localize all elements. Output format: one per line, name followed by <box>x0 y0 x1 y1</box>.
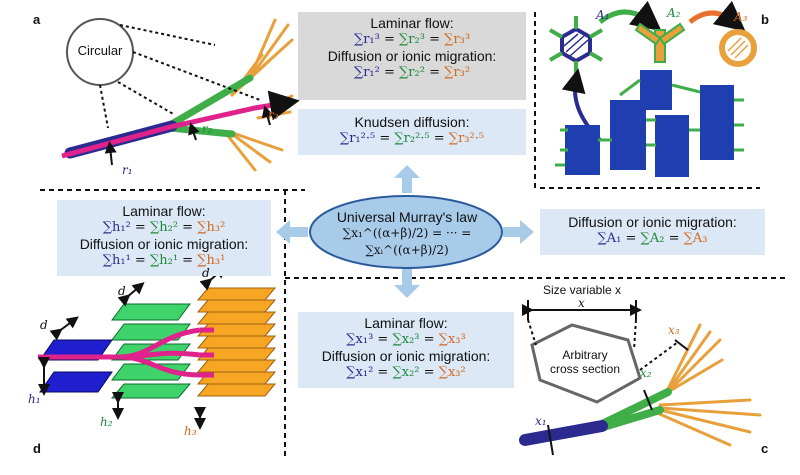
center-label: Universal Murray's law ∑x₁^((α+β)/2) = ·… <box>312 209 502 259</box>
d-label-1: d <box>40 318 48 332</box>
top-gray-box: Laminar flow: ∑r₁³ = ∑r₂³ = ∑r₃³ Diffusi… <box>298 12 526 100</box>
left-diffusion-equation: ∑h₁¹ = ∑h₂¹ = ∑h₃¹ <box>102 253 226 268</box>
h1-label: h₁ <box>28 392 41 406</box>
arbitrary-text: Arbitrary <box>562 348 608 362</box>
r3-arrow <box>261 105 274 126</box>
top-diffusion-heading: Diffusion or ionic migration: <box>327 48 497 64</box>
top-laminar-equation: ∑r₁³ = ∑r₂³ = ∑r₃³ <box>353 32 471 47</box>
blue-tube-c <box>519 420 608 446</box>
hexagonal-pillars <box>565 70 734 177</box>
center-title: Universal Murray's law <box>336 209 478 225</box>
callout-leaders <box>99 24 261 129</box>
green-tube-lower <box>166 124 236 138</box>
dimension-arrows-d <box>38 266 227 430</box>
orange-stack <box>196 287 277 301</box>
right-heading: Diffusion or ionic migration: <box>568 214 737 230</box>
circular-label: Circular <box>77 43 123 58</box>
right-box: Diffusion or ionic migration: ∑A₁ = ∑A₂ … <box>540 209 765 255</box>
left-diffusion-heading: Diffusion or ionic migration: <box>79 236 249 252</box>
hexagon-striping <box>563 33 589 57</box>
bottom-diffusion-heading: Diffusion or ionic migration: <box>321 348 491 364</box>
arrow-up <box>394 165 420 193</box>
orange-tubes-c <box>653 323 762 447</box>
blue-layers <box>39 339 113 393</box>
panel-letter-a: a <box>33 12 41 27</box>
bottom-laminar-heading: Laminar flow: <box>364 315 448 331</box>
orange-layers <box>196 299 277 397</box>
left-box: Laminar flow: ∑h₁² = ∑h₂² = ∑h₃² Diffusi… <box>57 200 271 276</box>
r1-label: r₁ <box>122 163 133 177</box>
left-laminar-heading: Laminar flow: <box>122 203 206 219</box>
orange-curved-arrow <box>688 0 746 32</box>
panel-letter-b: b <box>761 12 769 27</box>
green-tube-c2 <box>596 406 664 432</box>
panel-letter-c: c <box>761 441 769 456</box>
h2-label: h₂ <box>100 415 113 429</box>
knudsen-box: Knudsen diffusion: ∑r₁²·⁵ = ∑r₂²·⁵ = ∑r₃… <box>298 109 526 155</box>
arbitrary-cross-section-label: Arbitrary cross section <box>545 348 625 376</box>
r3-label: r₃ <box>268 108 279 122</box>
green-layers <box>110 303 192 399</box>
panel-letter-d: d <box>33 441 41 456</box>
right-equation: ∑A₁ = ∑A₂ = ∑A₃ <box>597 231 708 246</box>
x2-marker <box>643 389 653 411</box>
panel-c-graphic <box>519 300 762 456</box>
h3-label: h₃ <box>184 424 197 438</box>
center-equation: ∑x₁^((α+β)/2) = ··· = ∑xᵢ^((α+β)/2) <box>342 226 472 257</box>
bottom-laminar-equation: ∑x₁³ = ∑x₂³ = ∑x₃³ <box>346 332 466 347</box>
size-variable-label: Size variable x <box>542 283 622 297</box>
knudsen-heading: Knudsen diffusion: <box>354 114 470 130</box>
arbitrary-polygon <box>530 323 642 404</box>
center-arrows <box>276 165 534 298</box>
x3-marker <box>674 339 689 351</box>
circle-striping <box>727 37 749 59</box>
a2-label: A₂ <box>667 6 681 20</box>
bottom-diffusion-equation: ∑x₁² = ∑x₂² = ∑x₃² <box>346 365 466 380</box>
cross-section-leaders <box>527 319 679 371</box>
top-diffusion-equation: ∑r₁² = ∑r₂² = ∑r₃² <box>353 65 471 80</box>
cross-section-text: cross section <box>549 362 621 376</box>
pillar-spikes <box>555 78 744 167</box>
arrow-right <box>503 220 534 244</box>
green-tube-upper <box>166 74 254 129</box>
arrow-left <box>276 220 308 244</box>
x-dim-label: x <box>578 296 585 310</box>
r2-arrow <box>188 122 200 141</box>
a1-label: A₁ <box>596 8 610 22</box>
magenta-flow-d <box>38 327 214 378</box>
bottom-box: Laminar flow: ∑x₁³ = ∑x₂³ = ∑x₃³ Diffusi… <box>298 312 514 388</box>
panel-d-graphic <box>38 266 277 430</box>
triple-tube-a2 <box>634 22 686 63</box>
a3-label: A₃ <box>734 10 748 24</box>
r1-arrow <box>104 141 117 166</box>
green-curved-arrow <box>598 0 662 32</box>
d-label-2: d <box>118 284 126 298</box>
x1-label: x₁ <box>535 414 547 428</box>
r2-label: r₂ <box>202 122 213 136</box>
knudsen-equation: ∑r₁²·⁵ = ∑r₂²·⁵ = ∑r₃²·⁵ <box>339 131 485 146</box>
green-tube-c1 <box>596 388 672 429</box>
top-laminar-heading: Laminar flow: <box>370 15 454 31</box>
d-label-3: d <box>202 266 210 280</box>
left-laminar-equation: ∑h₁² = ∑h₂² = ∑h₃² <box>102 220 226 235</box>
center-ellipse <box>309 195 503 269</box>
x2-label: x₂ <box>640 366 652 380</box>
panel-a-graphic <box>61 18 300 172</box>
hexagon-spikes <box>548 16 604 74</box>
x3-label: x₃ <box>668 323 680 337</box>
orange-tubes <box>226 18 294 172</box>
panel-b-graphic <box>548 0 757 177</box>
arrow-down <box>394 268 420 298</box>
x1-marker <box>547 424 554 456</box>
